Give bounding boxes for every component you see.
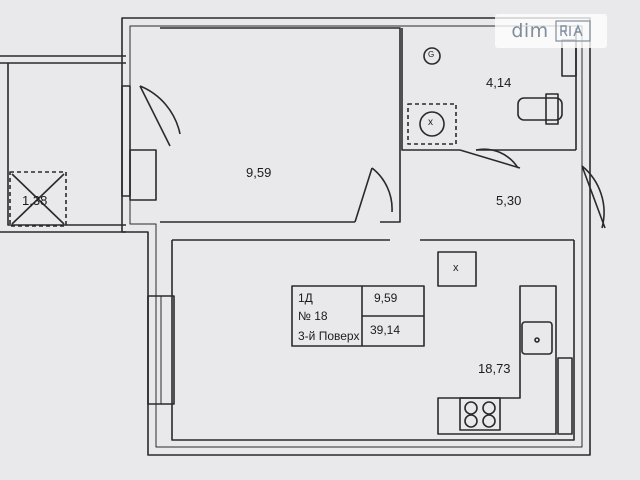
gas-symbol xyxy=(423,47,441,65)
ria-logo-icon xyxy=(555,20,591,42)
kitchen-sink xyxy=(521,321,553,355)
watermark: dim xyxy=(495,14,607,48)
balcony-outline xyxy=(0,55,126,233)
living-area-value: 9,59 xyxy=(374,291,398,305)
apartment-type: 1Д xyxy=(298,291,313,305)
kitchen-vent-mark: x xyxy=(453,262,459,274)
door-room xyxy=(139,85,181,147)
kitchen-living-area-label: 18,73 xyxy=(478,361,511,376)
ventilation-shaft xyxy=(407,103,457,145)
gas-mark: G xyxy=(428,50,435,59)
stove xyxy=(459,397,501,431)
window-balcony-door xyxy=(121,85,131,197)
door-bathroom xyxy=(459,148,521,169)
meter-cabinet xyxy=(557,357,573,435)
apartment-number: № 18 xyxy=(298,309,328,323)
bath-vent-mark: x xyxy=(428,117,433,128)
door-room-inner xyxy=(354,167,393,223)
floor-label: 3-й Поверх xyxy=(298,329,360,343)
bathroom-area-label: 4,14 xyxy=(486,75,512,90)
kitchen-ventilation xyxy=(437,251,477,287)
room-walls xyxy=(160,27,401,223)
toilet xyxy=(517,97,563,121)
balcony-mark xyxy=(11,173,65,225)
door-entry xyxy=(581,165,606,229)
total-area-value: 39,14 xyxy=(370,323,401,337)
kitchen-walls xyxy=(171,239,575,441)
watermark-text: dim xyxy=(511,20,549,42)
kitchen-counter xyxy=(437,285,557,435)
balcony-area-label: 1,38 xyxy=(22,193,48,208)
room-area-label: 9,59 xyxy=(246,165,272,180)
window-left-room xyxy=(129,149,157,201)
outer-wall-inner xyxy=(129,25,583,448)
hall-area-label: 5,30 xyxy=(496,193,522,208)
